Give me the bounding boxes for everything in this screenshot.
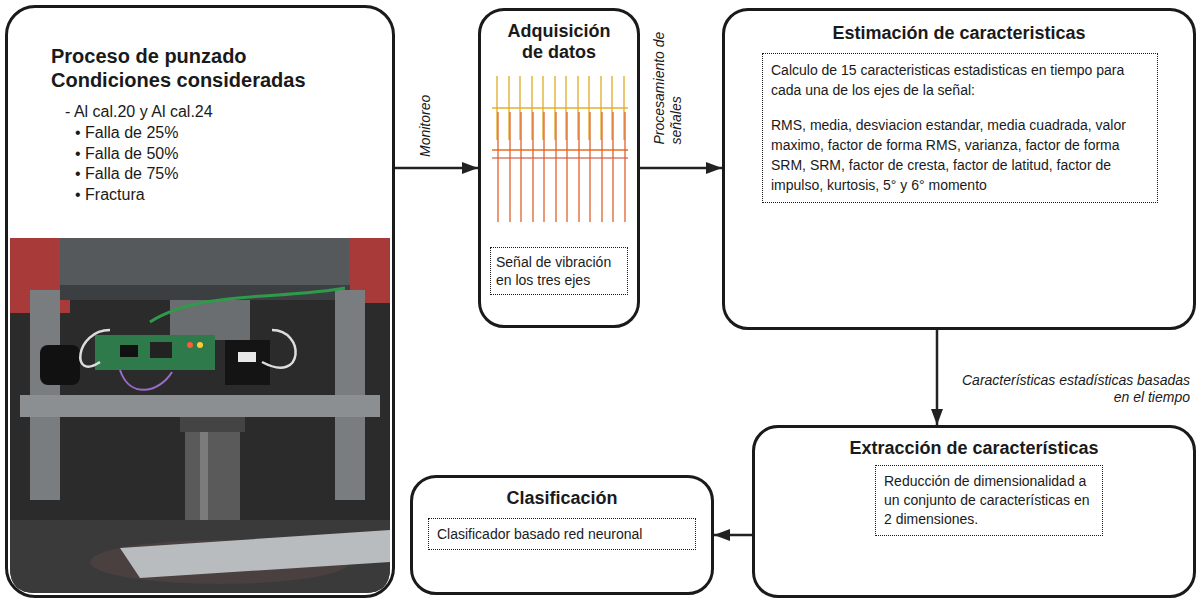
box-text: • Falla de 25% xyxy=(75,123,382,144)
chip xyxy=(120,345,138,357)
flow-arrow xyxy=(714,534,752,537)
sensor xyxy=(40,345,80,385)
white-cable xyxy=(262,330,296,368)
purple-wire xyxy=(120,370,172,390)
stage-box: Extracción de característicasReducción d… xyxy=(752,425,1196,598)
box-heading: Clasificación xyxy=(423,488,701,510)
box-heading: Extracción de características xyxy=(765,438,1183,460)
lower-plate xyxy=(20,395,380,417)
signal-trace xyxy=(492,107,628,109)
press-base xyxy=(10,520,390,594)
connectors xyxy=(395,168,937,535)
process-panel: Proceso de punzado Condiciones considera… xyxy=(5,5,395,598)
white-cable xyxy=(80,330,110,367)
box-text: • Falla de 75% xyxy=(75,164,382,185)
die-holder xyxy=(180,417,245,432)
note-box: Calculo de 15 caracteristicas estadistic… xyxy=(762,53,1158,203)
photo-background xyxy=(10,238,390,594)
stage-box: Adquisición de datosSeñal de vibración e… xyxy=(478,8,640,328)
box-heading: Estimación de caracteristicas xyxy=(735,23,1183,45)
box-text: Reducción de dimensionalidad a un conjun… xyxy=(884,472,1094,529)
edge-label: Características estadísticas basadas en … xyxy=(950,372,1190,406)
box-text: RMS, media, desviacion estandar, media c… xyxy=(771,115,1149,196)
box-text: Señal de vibración en los tres ejes xyxy=(496,253,622,289)
box-text: - Al cal.20 y Al cal.24 xyxy=(65,102,382,123)
led xyxy=(197,342,203,348)
vibration-signal xyxy=(492,76,628,222)
press-photo xyxy=(10,238,390,594)
box-heading: Proceso de punzado Condiciones considera… xyxy=(51,44,341,92)
signal-spikes xyxy=(497,76,624,140)
box-text: Clasificador basado red neuronal xyxy=(437,525,687,543)
flow-arrow xyxy=(640,167,722,170)
led xyxy=(187,342,193,348)
note-box: Clasificador basado red neuronal xyxy=(428,518,696,550)
flow-arrow xyxy=(936,330,939,425)
box-text: Calculo de 15 caracteristicas estadistic… xyxy=(771,60,1149,101)
press-ram xyxy=(170,300,250,340)
box-text: • Falla de 50% xyxy=(75,144,382,165)
edge-label: Procesamiento de señales xyxy=(651,20,685,145)
edge-label: Monitoreo xyxy=(417,67,434,157)
stage-box: ClasificaciónClasificador basado red neu… xyxy=(410,475,714,595)
usb-port xyxy=(238,352,256,362)
box-heading: Adquisición de datos xyxy=(497,21,622,62)
signal-trace xyxy=(492,158,628,159)
stage-box: Estimación de caracteristicasCalculo de … xyxy=(722,8,1196,330)
chip xyxy=(150,342,172,358)
green-wire xyxy=(150,288,345,322)
flow-arrow xyxy=(395,167,478,170)
circuit-board xyxy=(95,335,215,370)
die-highlight xyxy=(200,432,208,524)
box-text: • Fractura xyxy=(75,185,382,206)
note-box: Reducción de dimensionalidad a un conjun… xyxy=(875,465,1103,536)
die-cylinder xyxy=(185,432,240,524)
note-box: Señal de vibración en los tres ejes xyxy=(490,247,628,295)
press-plate xyxy=(60,238,350,290)
sheet-metal xyxy=(120,530,390,578)
signal-spikes xyxy=(498,112,625,222)
signal-trace xyxy=(492,149,628,151)
